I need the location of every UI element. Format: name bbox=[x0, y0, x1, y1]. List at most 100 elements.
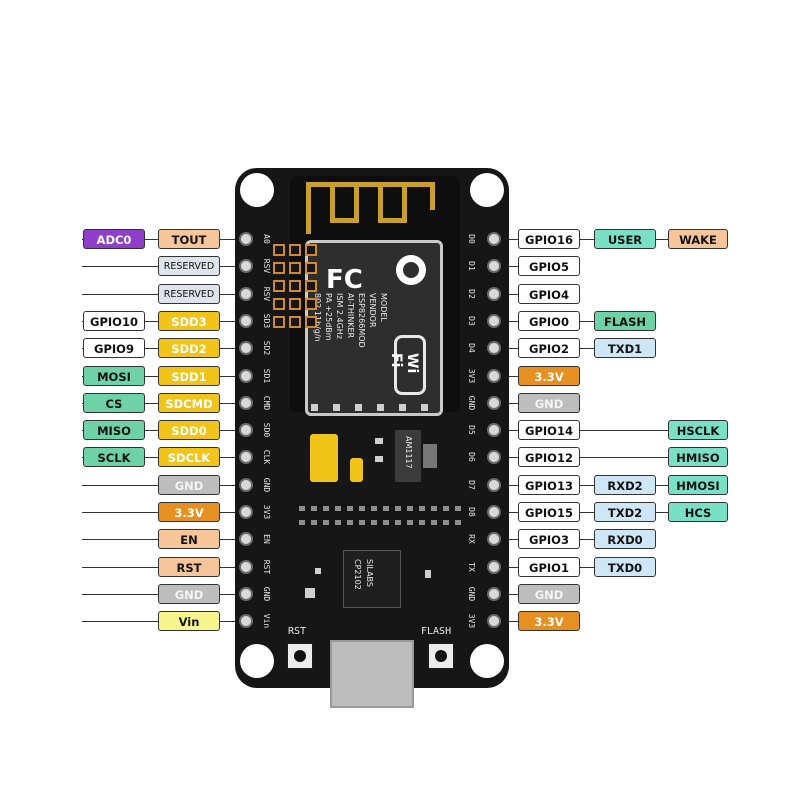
header-pin bbox=[487, 532, 501, 547]
right-pin-label-wake: WAKE bbox=[668, 229, 728, 249]
castellated-pad bbox=[289, 298, 301, 310]
right-pin-label-gpio3: GPIO3 bbox=[518, 529, 580, 549]
pin-label-left: SD1 bbox=[262, 368, 271, 383]
pin-label-right: RX bbox=[467, 534, 476, 545]
right-pin-label-3-3v: 3.3V bbox=[518, 611, 580, 631]
pin-label-left: 3V3 bbox=[262, 504, 271, 520]
header-pin bbox=[239, 423, 253, 438]
pin-label-right: D2 bbox=[467, 288, 476, 299]
header-pin bbox=[487, 395, 501, 410]
smd-resistor bbox=[359, 506, 365, 511]
module-text-line: ISM 2.4GHz bbox=[335, 293, 344, 340]
right-pin-label-txd1: TXD1 bbox=[594, 338, 656, 358]
right-pin-label-gpio16: GPIO16 bbox=[518, 229, 580, 249]
header-pin bbox=[239, 313, 253, 328]
right-pin-label-gpio14: GPIO14 bbox=[518, 420, 580, 440]
cp2102-text-1: SILABS bbox=[365, 559, 374, 587]
header-pin bbox=[239, 477, 253, 492]
smd-resistor bbox=[335, 520, 341, 525]
left-pin-label-miso: MISO bbox=[83, 420, 145, 440]
left-pin-label-cs: CS bbox=[83, 393, 145, 413]
right-pin-label-hcs: HCS bbox=[668, 502, 728, 522]
shield-pad bbox=[355, 404, 362, 411]
castellated-pad bbox=[289, 316, 301, 328]
smd-resistor bbox=[375, 438, 383, 444]
pin-label-left: GND bbox=[262, 586, 271, 602]
smd-resistor bbox=[323, 520, 329, 525]
module-text-line: MODEL bbox=[379, 293, 388, 322]
smd-resistor bbox=[371, 520, 377, 525]
smd-resistor bbox=[425, 570, 431, 578]
left-pin-label-rst: RST bbox=[158, 557, 220, 577]
left-pin-label-gpio10: GPIO10 bbox=[83, 311, 145, 331]
right-pin-label-txd2: TXD2 bbox=[594, 502, 656, 522]
left-pin-label-3-3v: 3.3V bbox=[158, 502, 220, 522]
left-pin-label-reserved: RESERVED bbox=[158, 284, 220, 304]
smd-resistor bbox=[371, 506, 377, 511]
header-pin bbox=[239, 559, 253, 574]
pin-label-left: A0 bbox=[262, 234, 271, 244]
flash-button-label: FLASH bbox=[421, 626, 452, 637]
castellated-pad bbox=[305, 316, 317, 328]
smd-resistor bbox=[383, 506, 389, 511]
rst-button[interactable] bbox=[286, 642, 314, 670]
castellated-pad bbox=[273, 262, 285, 274]
smd-resistor bbox=[407, 520, 413, 525]
header-pin bbox=[239, 450, 253, 465]
shield-pad bbox=[333, 404, 340, 411]
right-pin-label-gnd: GND bbox=[518, 584, 580, 604]
pin-label-left: GND bbox=[262, 477, 271, 492]
header-pin bbox=[239, 259, 253, 274]
right-pin-label-gpio12: GPIO12 bbox=[518, 447, 580, 467]
left-pin-label-sdd0: SDD0 bbox=[158, 420, 220, 440]
header-pin bbox=[487, 559, 501, 574]
right-pin-label-gpio2: GPIO2 bbox=[518, 338, 580, 358]
smd-resistor bbox=[407, 506, 413, 511]
antenna-trace bbox=[378, 182, 383, 222]
pin-label-right: 3V3 bbox=[467, 368, 476, 383]
header-pin bbox=[487, 423, 501, 438]
antenna-trace bbox=[306, 182, 311, 234]
left-pin-label-tout: TOUT bbox=[158, 229, 220, 249]
shield-pad bbox=[377, 404, 384, 411]
left-pin-label-en: EN bbox=[158, 529, 220, 549]
small-capacitor bbox=[350, 458, 363, 482]
mounting-hole-top-left bbox=[240, 173, 274, 207]
header-pin bbox=[487, 586, 501, 601]
smd-resistor bbox=[323, 506, 329, 511]
header-pin bbox=[487, 259, 501, 274]
right-pin-label-hmosi: HMOSI bbox=[668, 475, 728, 495]
pin-label-left: CLK bbox=[262, 450, 271, 465]
voltage-regulator: AM1117 bbox=[395, 430, 421, 482]
left-pin-label-vin: Vin bbox=[158, 611, 220, 631]
header-pin bbox=[239, 614, 253, 629]
smd-resistor bbox=[383, 520, 389, 525]
pin-label-left: SD3 bbox=[262, 313, 271, 329]
right-pin-label-gpio0: GPIO0 bbox=[518, 311, 580, 331]
micro-usb-connector bbox=[330, 640, 414, 708]
pin-label-right: D8 bbox=[467, 507, 476, 517]
right-pin-label-user: USER bbox=[594, 229, 656, 249]
smd-resistor bbox=[315, 568, 321, 574]
smd-resistor bbox=[431, 520, 437, 525]
cp2102-text-2: CP2102 bbox=[353, 559, 362, 590]
fcc-logo: FC bbox=[326, 265, 363, 295]
flash-button[interactable] bbox=[427, 642, 455, 670]
pin-label-right: D5 bbox=[467, 425, 476, 435]
pin-label-right: D0 bbox=[467, 234, 476, 244]
smd-resistor bbox=[347, 506, 353, 511]
right-pin-label-hmiso: HMISO bbox=[668, 447, 728, 467]
pin-label-left: SD2 bbox=[262, 340, 271, 356]
smd-resistor bbox=[455, 506, 461, 511]
mounting-hole-bottom-right bbox=[470, 644, 504, 678]
smd-resistor bbox=[375, 456, 383, 462]
header-pin bbox=[239, 395, 253, 410]
castellated-pad bbox=[273, 244, 285, 256]
antenna-trace bbox=[402, 182, 407, 222]
antenna-trace bbox=[330, 182, 335, 222]
castellated-pad bbox=[273, 298, 285, 310]
left-pin-label-gnd: GND bbox=[158, 584, 220, 604]
header-pin bbox=[487, 313, 501, 328]
